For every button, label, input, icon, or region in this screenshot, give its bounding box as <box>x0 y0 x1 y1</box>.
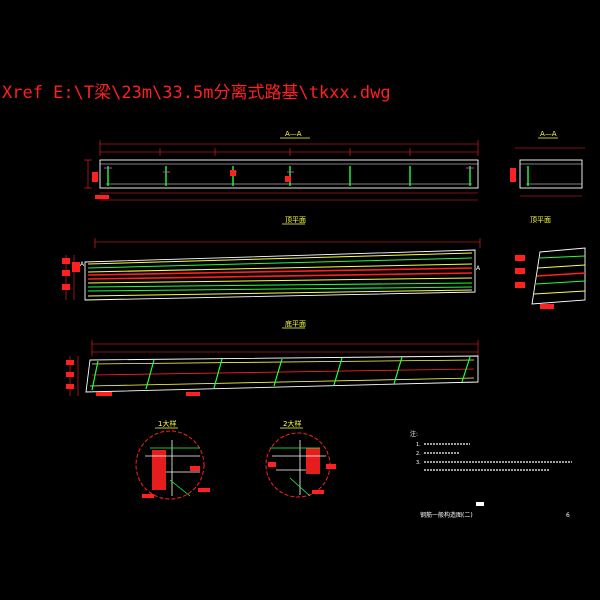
detail-2: 2大样 <box>265 419 336 498</box>
detail-1: 1大样 <box>135 419 210 500</box>
svg-text:A: A <box>80 261 85 268</box>
title-block: 钢筋一般构造图(二) 6 <box>420 502 570 519</box>
note-3-number: 3. <box>416 460 421 466</box>
detail-1-title: 1大样 <box>158 419 176 428</box>
detail-2-title: 2大样 <box>283 419 301 428</box>
notes-block: 注: 1. 2. 3. <box>410 430 572 471</box>
bottom-plan: 底平面 <box>66 319 479 396</box>
top-plan-title: 顶平面 <box>285 216 306 224</box>
bottom-plan-title: 底平面 <box>285 319 306 328</box>
section-aa-right-title: A—A <box>540 130 557 138</box>
section-aa-left-title: A—A <box>285 130 302 138</box>
sheet-number: 6 <box>566 512 570 519</box>
section-aa-right: A—A <box>510 130 585 197</box>
drawing-title: 钢筋一般构造图(二) <box>420 511 473 519</box>
note-2-number: 2. <box>416 451 421 457</box>
top-plan: 顶平面 <box>62 216 481 301</box>
top-plan-right-title: 顶平面 <box>530 216 551 224</box>
top-plan-right: 顶平面 <box>515 216 586 309</box>
section-aa-left: A—A <box>84 130 479 201</box>
xref-path-label: Xref E:\T梁\23m\33.5m分离式路基\tkxx.dwg <box>2 83 391 103</box>
notes-header: 注: <box>410 430 418 438</box>
note-1-number: 1. <box>416 442 421 448</box>
svg-text:A: A <box>476 265 481 272</box>
